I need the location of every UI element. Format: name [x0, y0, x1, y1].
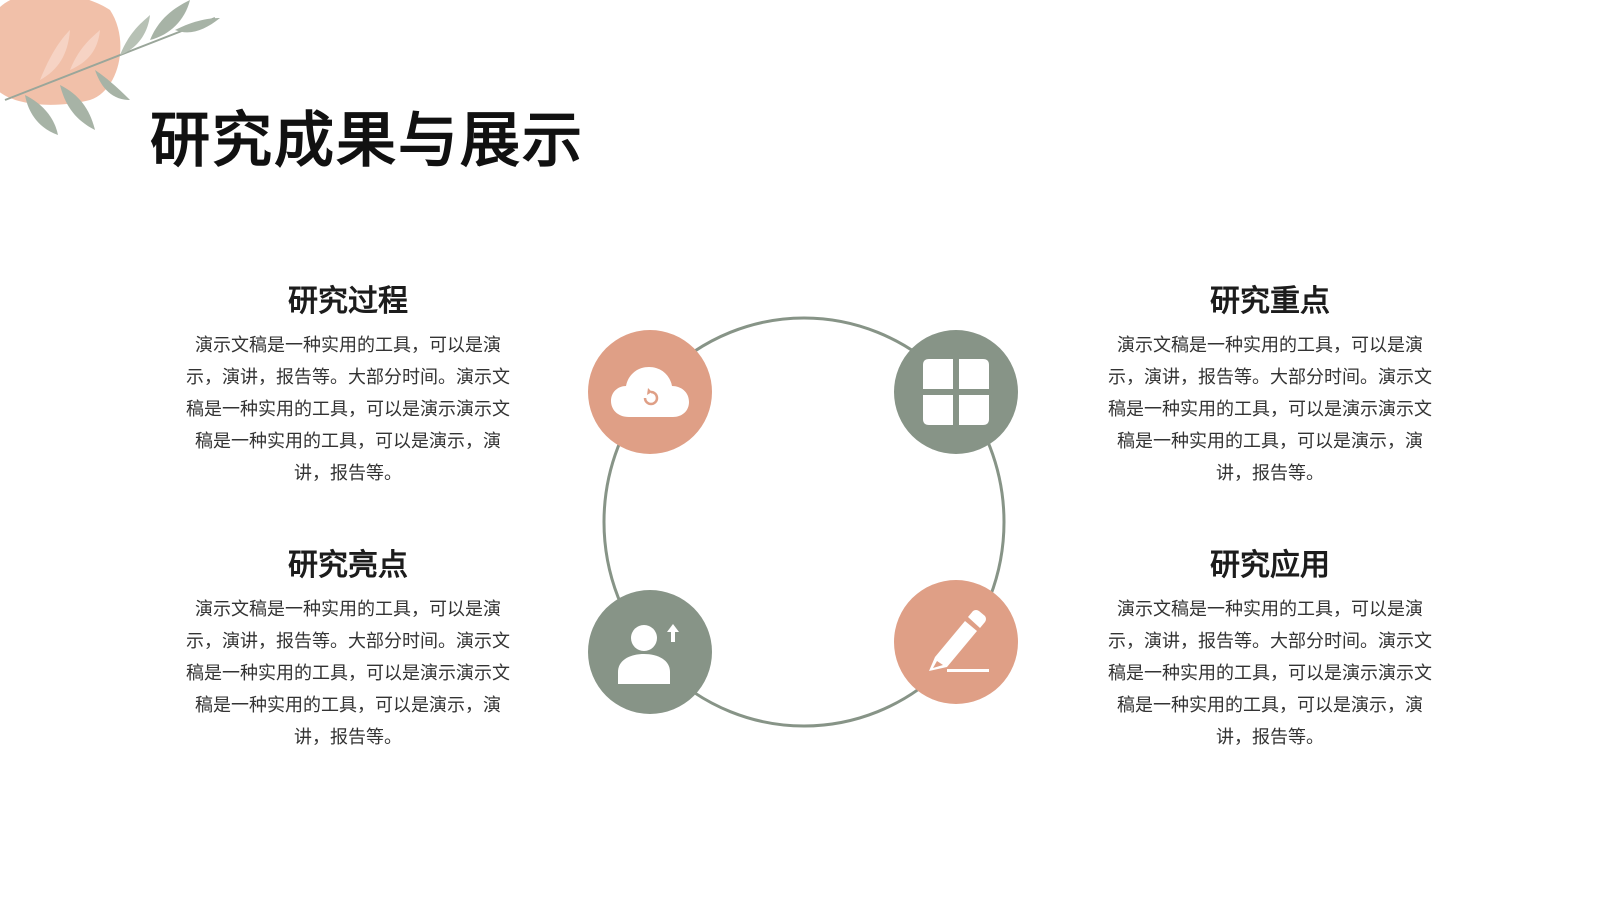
pencil-icon: [929, 610, 989, 672]
research-application-text: 演示文稿是一种实用的工具，可以是演示，演讲，报告等。大部分时间。演示文稿是一种实…: [1108, 599, 1432, 748]
user-upload-circle: [588, 590, 712, 714]
research-application-block: 研究应用 演示文稿是一种实用的工具，可以是演示，演讲，报告等。大部分时间。演示文…: [1100, 546, 1440, 754]
research-process-block: 研究过程 演示文稿是一种实用的工具，可以是演示，演讲，报告等。大部分时间。演示文…: [178, 282, 518, 490]
cloud-refresh-icon: [611, 367, 689, 417]
research-focus-heading: 研究重点: [1210, 284, 1330, 319]
research-highlight-text: 演示文稿是一种实用的工具，可以是演示，演讲，报告等。大部分时间。演示文稿是一种实…: [186, 599, 510, 748]
user-upload-icon: [618, 624, 679, 684]
research-focus-text: 演示文稿是一种实用的工具，可以是演示，演讲，报告等。大部分时间。演示文稿是一种实…: [1108, 335, 1432, 484]
leaf-decoration: [0, 0, 220, 135]
research-highlight-block: 研究亮点 演示文稿是一种实用的工具，可以是演示，演讲，报告等。大部分时间。演示文…: [178, 546, 518, 754]
grid-circle: [894, 330, 1018, 454]
page-title: 研究成果与展示: [150, 106, 584, 176]
research-process-heading: 研究过程: [288, 284, 408, 319]
research-highlight-heading: 研究亮点: [288, 548, 408, 583]
research-process-text: 演示文稿是一种实用的工具，可以是演示，演讲，报告等。大部分时间。演示文稿是一种实…: [186, 335, 510, 484]
grid-icon: [923, 359, 989, 425]
research-application-heading: 研究应用: [1210, 548, 1330, 583]
cloud-refresh-circle: [588, 330, 712, 454]
pencil-circle: [894, 580, 1018, 704]
research-focus-block: 研究重点 演示文稿是一种实用的工具，可以是演示，演讲，报告等。大部分时间。演示文…: [1100, 282, 1440, 490]
